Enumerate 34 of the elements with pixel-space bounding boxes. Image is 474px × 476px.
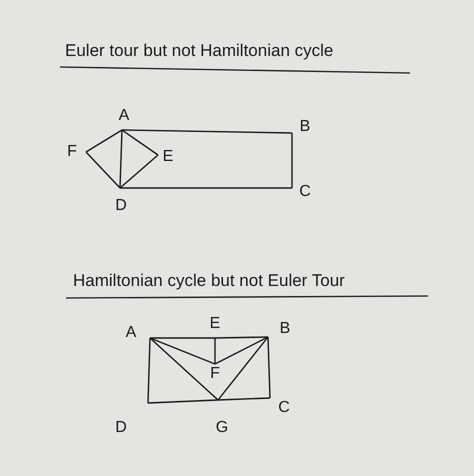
vertex-label: A: [118, 108, 130, 124]
graph-edge: [214, 338, 216, 364]
graph-edge: [218, 397, 270, 401]
vertex-label: A: [126, 325, 136, 341]
vertex-label: F: [67, 144, 77, 160]
vertex-label: E: [210, 316, 220, 332]
graph-edge: [120, 187, 292, 189]
graph-edge: [86, 129, 122, 153]
graph-edge: [214, 336, 268, 339]
vertex-label: C: [299, 184, 311, 200]
graph-edge: [148, 399, 218, 404]
vertex-label: G: [216, 420, 228, 436]
heading-text: Hamiltonian cycle but not Euler Tour: [73, 270, 345, 292]
graph-edge: [291, 133, 293, 188]
graph-edge: [150, 337, 216, 365]
vertex-label: D: [115, 420, 127, 436]
graph-edge: [214, 336, 268, 365]
graph-edge: [120, 154, 158, 189]
graph-edge: [122, 129, 292, 134]
graph-edge: [150, 337, 215, 339]
graph-edge: [86, 152, 120, 188]
vertex-label: F: [210, 366, 220, 382]
graph-edge: [150, 337, 218, 401]
graph-edge: [147, 338, 151, 404]
graph-edge: [217, 336, 269, 400]
graph-edge: [267, 336, 271, 398]
graph-edge: [122, 129, 158, 156]
vertex-label: B: [300, 119, 310, 135]
heading-text: Euler tour but not Hamiltonian cycle: [65, 40, 334, 62]
vertex-label: C: [278, 400, 290, 416]
vertex-label: B: [280, 321, 290, 337]
vertex-label: D: [115, 198, 127, 214]
graph-edge: [119, 130, 123, 188]
vertex-label: E: [162, 149, 174, 165]
